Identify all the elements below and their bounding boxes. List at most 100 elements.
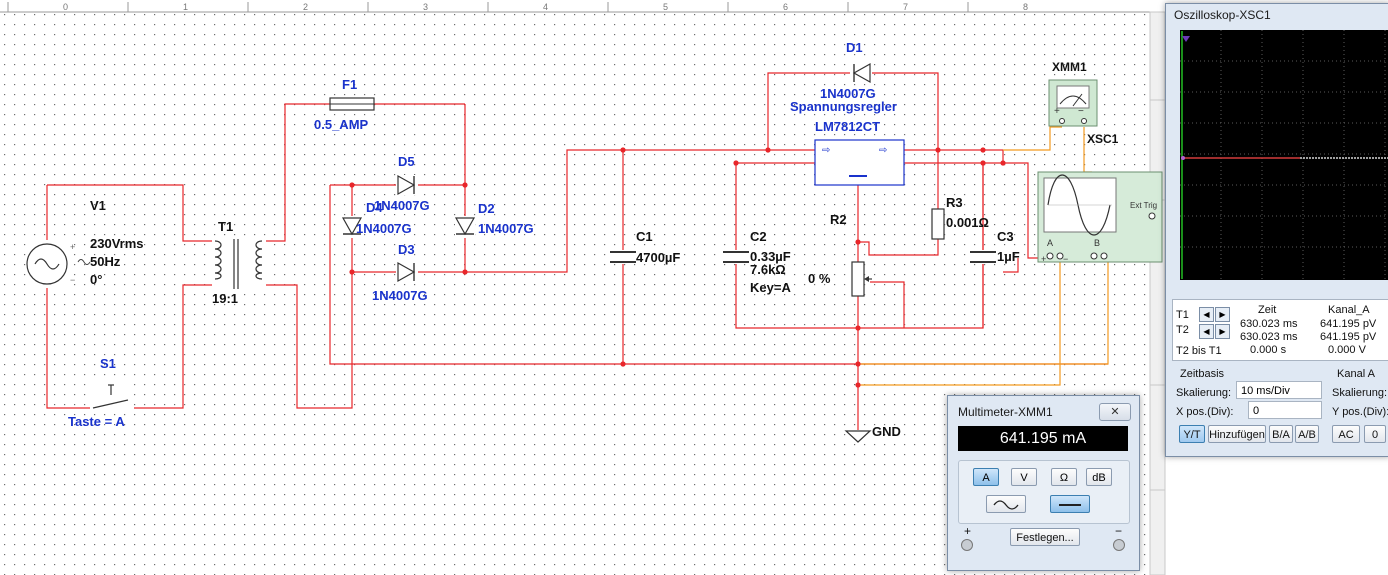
c3-name: C3 bbox=[997, 229, 1014, 244]
timebase-scale-field[interactable]: 10 ms/Div bbox=[1236, 381, 1322, 399]
diode-d1[interactable] bbox=[850, 62, 872, 84]
ruler-number: 2 bbox=[303, 2, 308, 12]
svg-text:−: − bbox=[70, 275, 75, 285]
capacitor-c3[interactable] bbox=[970, 250, 998, 264]
d4-value: 1N4007G bbox=[356, 221, 412, 236]
ruler-number: 8 bbox=[1023, 2, 1028, 12]
c3-value: 1µF bbox=[997, 249, 1020, 264]
ac-mode-button[interactable] bbox=[986, 495, 1026, 513]
diode-d3[interactable] bbox=[396, 261, 418, 283]
header-channel-a: Kanal_A bbox=[1328, 304, 1370, 316]
cursor-t2-left-button[interactable]: ◀ bbox=[1199, 324, 1214, 339]
instrument-wires bbox=[858, 126, 1109, 386]
v1-name: V1 bbox=[90, 198, 106, 213]
d3-value: 1N4007G bbox=[372, 288, 428, 303]
zero-coupling-button[interactable]: 0 bbox=[1364, 425, 1386, 443]
ruler-number: 6 bbox=[783, 2, 788, 12]
resistor-r3[interactable] bbox=[931, 208, 945, 240]
cursor-t2-value: 641.195 pV bbox=[1320, 331, 1377, 343]
cursor-t2-label: T2 bbox=[1176, 324, 1189, 336]
v1-frequency: 50Hz bbox=[90, 254, 121, 269]
canvas-scrollbar[interactable] bbox=[1149, 11, 1166, 575]
cursor-t1-right-button[interactable]: ▶ bbox=[1215, 307, 1230, 322]
ba-mode-button[interactable]: B/A bbox=[1269, 425, 1293, 443]
diode-d5[interactable] bbox=[396, 174, 418, 196]
xsc1-name: XSC1 bbox=[1087, 132, 1119, 146]
d3-name: D3 bbox=[398, 242, 415, 257]
cursor-diff-time: 0.000 s bbox=[1250, 344, 1287, 356]
c1-name: C1 bbox=[636, 229, 653, 244]
dc-mode-button[interactable] bbox=[1050, 495, 1090, 513]
junctions bbox=[349, 147, 1006, 388]
ground-symbol bbox=[844, 430, 872, 443]
ab-mode-button[interactable]: A/B bbox=[1295, 425, 1319, 443]
add-button[interactable]: Hinzufügen bbox=[1208, 425, 1266, 443]
ruler-number: 1 bbox=[183, 2, 188, 12]
voltage-regulator-u1[interactable]: ⇨ ⇨ bbox=[814, 139, 905, 186]
ac-coupling-button[interactable]: AC bbox=[1332, 425, 1360, 443]
potentiometer-r2[interactable] bbox=[851, 261, 872, 297]
ruler-number: 0 bbox=[63, 2, 68, 12]
fuse-f1[interactable] bbox=[329, 97, 375, 111]
switch-s1[interactable] bbox=[90, 382, 134, 412]
cursor-t2-time: 630.023 ms bbox=[1240, 331, 1298, 343]
capacitor-c1[interactable] bbox=[610, 250, 638, 264]
multimeter-xmm1-icon[interactable]: + − bbox=[1048, 79, 1098, 127]
ruler-number: 7 bbox=[903, 2, 908, 12]
regulator-title: Spannungsregler bbox=[790, 99, 897, 114]
f1-name: F1 bbox=[342, 77, 357, 92]
svg-text:⇨: ⇨ bbox=[822, 145, 830, 156]
diode-d4[interactable] bbox=[341, 216, 363, 238]
cursor-t1-value: 641.195 pV bbox=[1320, 318, 1377, 330]
ohmmeter-mode-button[interactable]: Ω bbox=[1051, 468, 1077, 486]
positive-terminal[interactable] bbox=[961, 539, 973, 551]
s1-name: S1 bbox=[100, 356, 116, 371]
multimeter-display: 641.195 mA bbox=[958, 426, 1128, 451]
ruler-number: 5 bbox=[663, 2, 668, 12]
timebase-xpos-field[interactable]: 0 bbox=[1248, 401, 1322, 419]
decibel-mode-button[interactable]: dB bbox=[1086, 468, 1112, 486]
cursor-t1-left-button[interactable]: ◀ bbox=[1199, 307, 1214, 322]
ammeter-mode-button[interactable]: A bbox=[973, 468, 999, 486]
d1-name: D1 bbox=[846, 40, 863, 55]
negative-terminal[interactable] bbox=[1113, 539, 1125, 551]
v1-phase: 0° bbox=[90, 272, 102, 287]
transformer-t1[interactable] bbox=[212, 236, 266, 292]
svg-text:−: − bbox=[1078, 106, 1084, 117]
d5-value: 1N4007G bbox=[374, 198, 430, 213]
capacitor-c2[interactable] bbox=[723, 250, 751, 264]
channel-a-scale-label: Skalierung: bbox=[1332, 387, 1388, 399]
set-button[interactable]: Festlegen... bbox=[1010, 528, 1080, 546]
channel-a-section-label: Kanal A bbox=[1337, 368, 1375, 380]
d4-name: D4 bbox=[366, 200, 383, 215]
voltmeter-mode-button[interactable]: V bbox=[1011, 468, 1037, 486]
oscilloscope-screen[interactable] bbox=[1180, 30, 1388, 280]
wires bbox=[46, 72, 1108, 430]
cursor-diff-value: 0.000 V bbox=[1328, 344, 1366, 356]
top-ruler bbox=[0, 0, 1165, 12]
header-time: Zeit bbox=[1258, 304, 1277, 316]
multimeter-window-title: Multimeter-XMM1 bbox=[958, 405, 1053, 419]
ruler-number: 3 bbox=[423, 2, 428, 12]
r3-value: 0.001Ω bbox=[946, 215, 989, 230]
v1-voltage: 230Vrms bbox=[90, 236, 144, 251]
ac-wave-icon bbox=[993, 500, 1019, 510]
multimeter-window[interactable]: Multimeter-XMM1 ✕ 641.195 mA A V Ω dB + … bbox=[947, 395, 1140, 571]
xsc1-chan-a-label: A bbox=[1047, 238, 1053, 248]
regulator-part: LM7812CT bbox=[815, 119, 880, 134]
positive-terminal-label: + bbox=[964, 524, 972, 538]
oscilloscope-window[interactable]: Oszilloskop-XSC1 Zeit Kanal_A T1 ◀ ▶ 630… bbox=[1165, 3, 1388, 457]
cursor-t2-right-button[interactable]: ▶ bbox=[1215, 324, 1230, 339]
d1-value: 1N4007G bbox=[820, 86, 876, 101]
xmm1-name: XMM1 bbox=[1052, 60, 1087, 74]
diode-d2[interactable] bbox=[454, 216, 476, 238]
r3-name: R3 bbox=[946, 195, 963, 210]
close-button[interactable]: ✕ bbox=[1099, 403, 1131, 421]
oscilloscope-xsc1-icon[interactable]: + − bbox=[1037, 171, 1163, 264]
yt-mode-button[interactable]: Y/T bbox=[1179, 425, 1205, 443]
r2-key: Key=A bbox=[750, 280, 791, 295]
negative-terminal-label: − bbox=[1115, 524, 1123, 538]
svg-text:+: + bbox=[1054, 106, 1060, 117]
v1-source[interactable]: + − bbox=[26, 240, 91, 288]
